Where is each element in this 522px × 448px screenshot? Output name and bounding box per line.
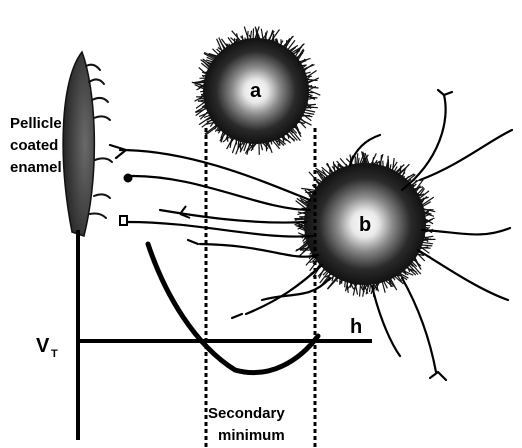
h-axis-label: h <box>350 316 362 338</box>
vt-label: V <box>36 335 50 357</box>
attachment-markers <box>120 175 190 226</box>
potential-energy-curve <box>148 244 318 373</box>
vt-subscript: T <box>51 348 58 360</box>
enamel-label-line-2: coated <box>10 137 58 154</box>
enamel-label-line-1: Pellicle <box>10 115 62 132</box>
adhesin-fibrils <box>110 90 512 380</box>
secondary-minimum-line-1: Secondary <box>208 405 285 422</box>
enamel-label-line-3: enamel <box>10 159 62 176</box>
bacterium-b-label: b <box>359 214 371 236</box>
secondary-minimum-line-2: minimum <box>218 427 285 444</box>
enamel-surface <box>63 52 112 236</box>
bacterium-a-label: a <box>250 80 262 102</box>
